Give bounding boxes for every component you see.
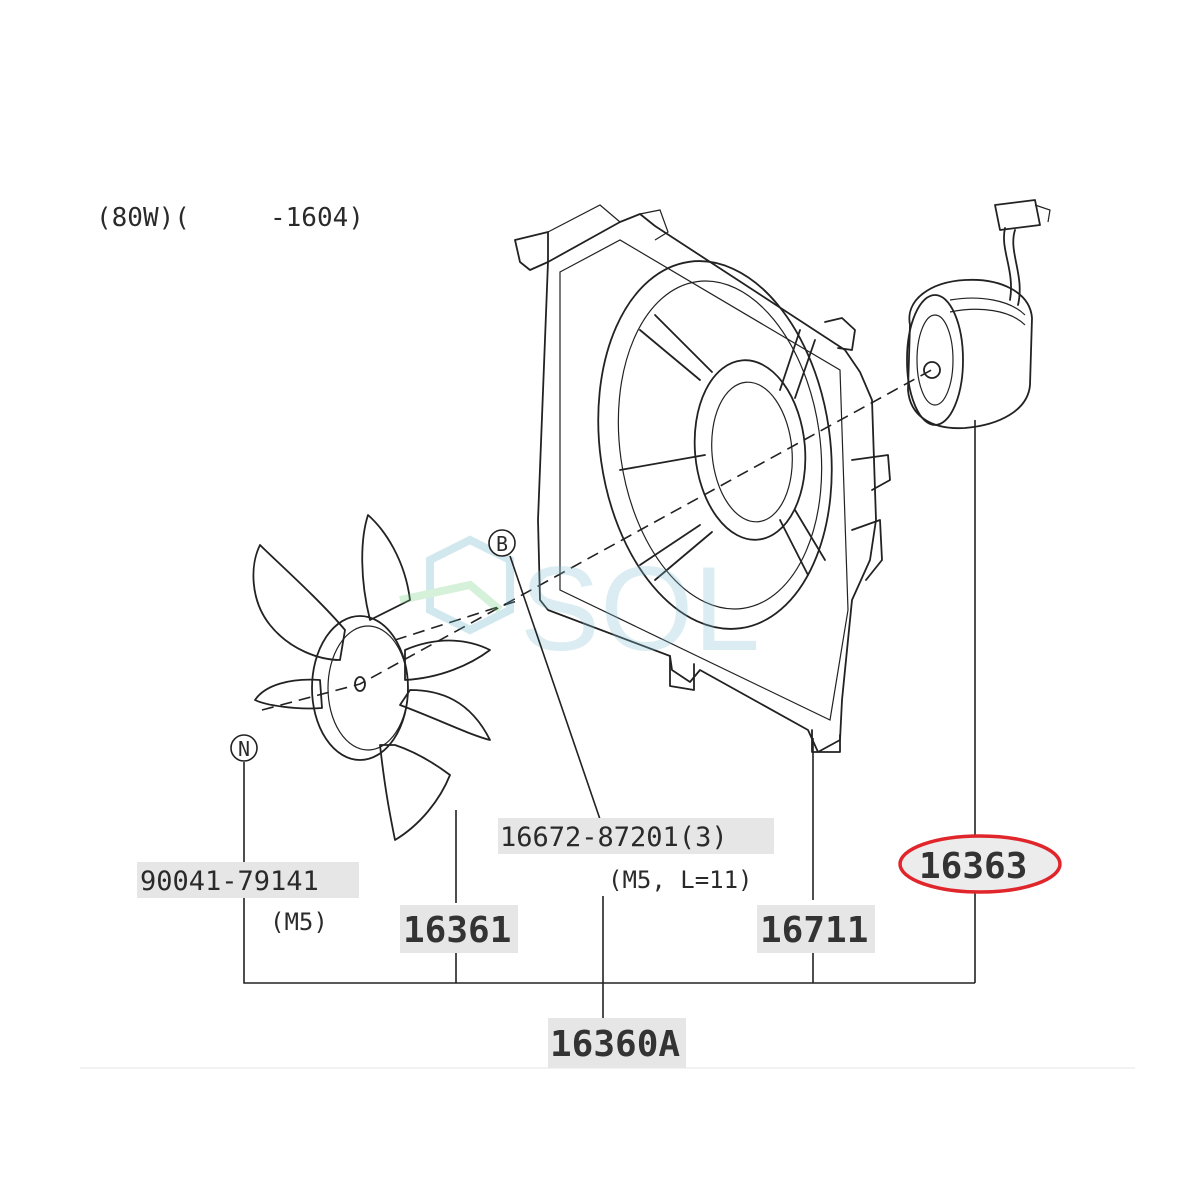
- watermark-text: SOL: [520, 542, 760, 676]
- callout-n-label: N: [238, 737, 250, 761]
- leader-lines: [243, 420, 976, 1018]
- callout-b-label: B: [496, 532, 508, 556]
- callout-n-circle: [230, 734, 258, 762]
- bolt-part-number: 90041-79141: [140, 866, 319, 897]
- header-date-range: -1604): [270, 203, 364, 233]
- fan-motor-drawing: [906, 199, 1051, 429]
- bolt-number-highlight: [137, 862, 359, 898]
- screw-number-highlight: [498, 818, 774, 854]
- shroud-part-number: 16711: [760, 910, 868, 951]
- fan-shroud-drawing: [514, 204, 891, 753]
- fan-number-highlight: [400, 905, 518, 953]
- bolt-spec: (M5): [270, 908, 328, 936]
- shroud-number-highlight: [757, 905, 875, 953]
- fan-part-number: 16361: [403, 910, 511, 951]
- fan-blade-drawing: [252, 514, 491, 841]
- watermark: SOL: [399, 535, 760, 676]
- assembly-number-highlight: [548, 1018, 686, 1068]
- screw-part-number: 16672-87201(3): [500, 822, 728, 853]
- motor-part-number: 16363: [919, 846, 1027, 887]
- header-spec: (80W)(: [96, 203, 190, 233]
- assembly-axis-line: [261, 367, 936, 711]
- assembly-part-number: 16360A: [550, 1024, 680, 1065]
- bolt-axis-line: [394, 599, 521, 641]
- callout-b-circle: [488, 529, 516, 557]
- screw-spec: (M5, L=11): [608, 866, 753, 894]
- motor-highlight-ring: [898, 834, 1062, 894]
